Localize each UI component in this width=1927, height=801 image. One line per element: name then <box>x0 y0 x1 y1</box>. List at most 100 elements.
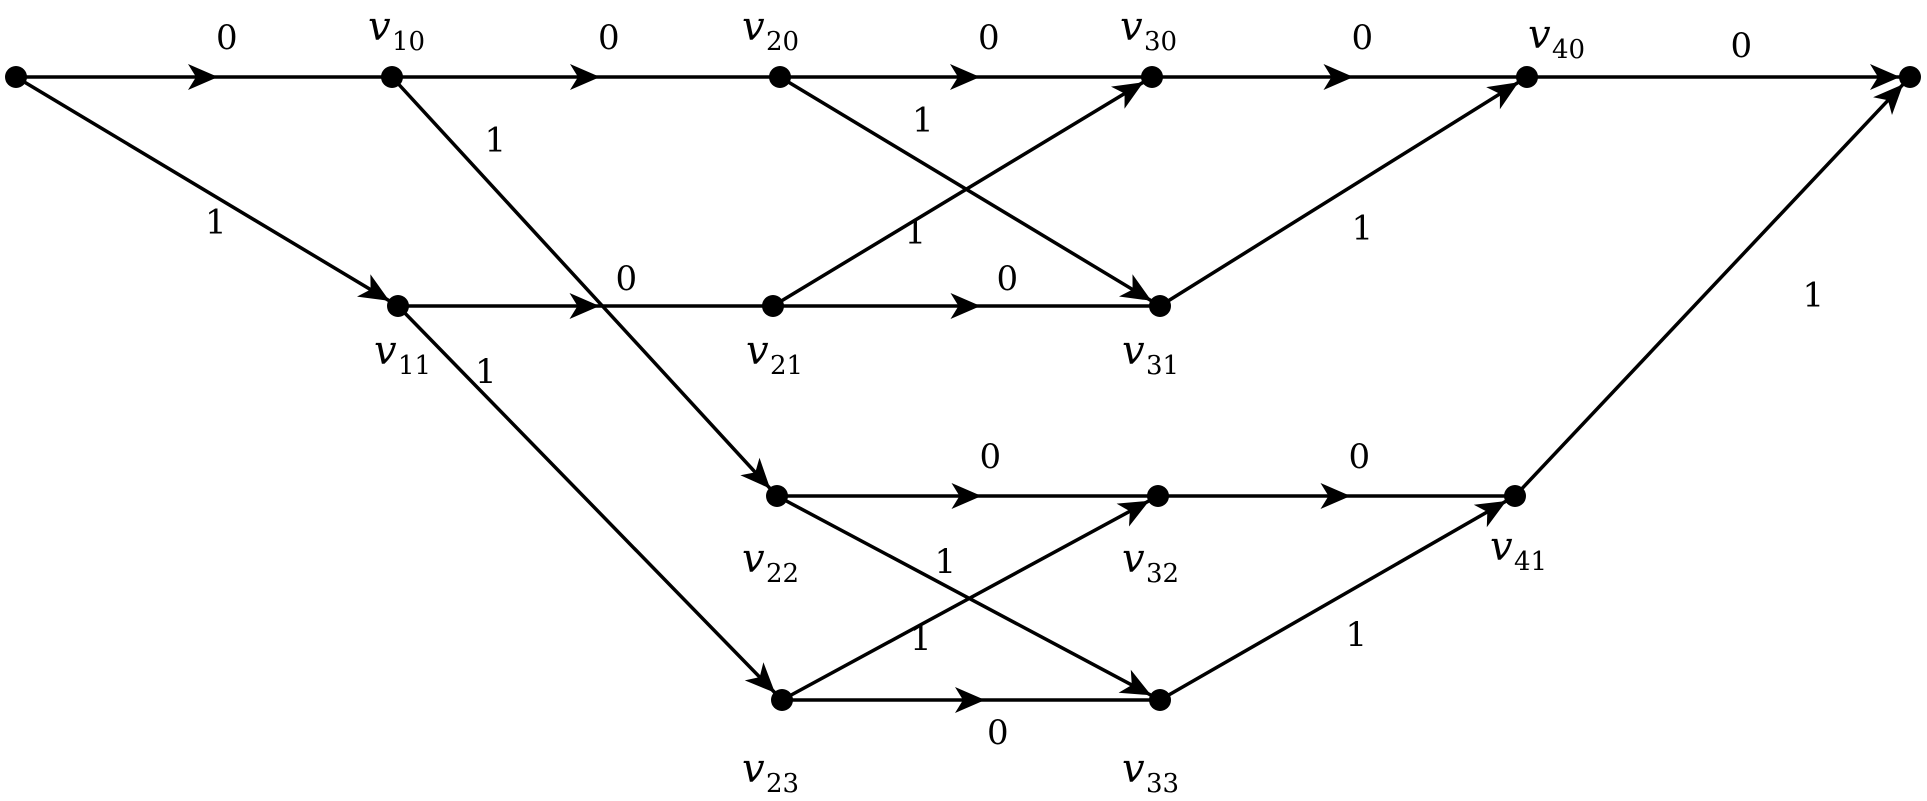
node-label-subscript: 30 <box>1144 27 1177 57</box>
edge-weight: 0 <box>980 437 1002 477</box>
node-label-subscript: 32 <box>1146 559 1179 589</box>
node-label-subscript: 40 <box>1552 35 1585 65</box>
node-v20 <box>769 66 791 88</box>
node-label-name: v <box>368 4 391 50</box>
edge-v11-v21: 0 <box>398 259 773 319</box>
node-v40 <box>1516 66 1538 88</box>
node-label-subscript: 31 <box>1146 351 1179 381</box>
edge-line <box>772 75 1153 308</box>
arrow-head-icon <box>1118 669 1152 696</box>
edge-weight: 0 <box>978 18 1000 58</box>
edge-v23-v33: 0 <box>782 687 1160 753</box>
node-v32 <box>1147 485 1169 507</box>
edge-v32-v41: 0 <box>1158 437 1515 509</box>
arrow-head-icon <box>1473 501 1507 528</box>
arrow-head-icon <box>744 662 775 693</box>
node-v33 <box>1149 689 1171 711</box>
edge-weight: 1 <box>905 213 927 253</box>
node-label-name: v <box>1120 4 1143 50</box>
edge-weight: 0 <box>216 18 238 58</box>
edge-v10-v22: 1 <box>390 75 779 498</box>
node-t <box>1899 66 1921 88</box>
edge-line <box>15 75 399 308</box>
arrow-head-icon <box>950 293 981 319</box>
node-label-subscript: 22 <box>766 559 799 589</box>
node-label-subscript: 21 <box>770 351 803 381</box>
arrow-head-icon <box>1486 82 1519 110</box>
edge-weight: 1 <box>485 121 507 161</box>
edge-v20-v31: 1 <box>779 75 1161 308</box>
arrow-head-icon <box>1320 483 1351 509</box>
node-label-name: v <box>374 328 397 374</box>
node-label-subscript: 20 <box>766 27 799 57</box>
node-label-subscript: 11 <box>398 351 431 381</box>
edge-line <box>1159 494 1516 702</box>
node-label-subscript: 41 <box>1514 547 1547 577</box>
edge-weight: 1 <box>935 542 957 582</box>
node-s <box>5 66 27 88</box>
node-label-name: v <box>1122 746 1145 792</box>
arrow-head-icon <box>1323 64 1354 90</box>
arrow-head-icon <box>1116 500 1150 527</box>
edge-weight: 0 <box>997 259 1019 299</box>
edge-s-v11: 1 <box>15 75 399 308</box>
edge-v23-v32: 1 <box>781 494 1159 702</box>
edge-v10-v20: 0 <box>392 18 780 90</box>
edge-weight: 1 <box>475 352 497 392</box>
node-label-name: v <box>1122 328 1145 374</box>
node-v21 <box>762 295 784 317</box>
edge-weight: 0 <box>1352 18 1374 58</box>
edge-weight: 0 <box>1349 437 1371 477</box>
edge-weight: 1 <box>910 619 932 659</box>
edge-s-v10: 0 <box>16 18 392 90</box>
node-label-subscript: 10 <box>392 27 425 57</box>
arrow-head-icon <box>357 274 390 301</box>
node-v10 <box>381 66 403 88</box>
edge-weight: 1 <box>1352 209 1374 249</box>
node-v11 <box>387 295 409 317</box>
edge-weight: 0 <box>1731 26 1753 66</box>
node-label-subscript: 33 <box>1146 769 1179 799</box>
nodes-layer <box>5 66 1921 711</box>
node-label-name: v <box>1122 536 1145 582</box>
node-v23 <box>771 689 793 711</box>
arrow-head-icon <box>740 457 771 489</box>
node-v22 <box>766 485 788 507</box>
arrow-head-icon <box>569 293 600 319</box>
edge-line <box>1159 75 1528 308</box>
edge-weight: 1 <box>205 203 227 243</box>
node-label-name: v <box>742 536 765 582</box>
edge-weight: 1 <box>1346 615 1368 655</box>
arrow-head-icon <box>955 687 985 713</box>
arrow-head-icon <box>951 483 982 509</box>
arrow-head-icon <box>1111 82 1144 109</box>
edge-v33-v41: 1 <box>1159 494 1516 702</box>
edge-v30-v40: 0 <box>1152 18 1527 90</box>
edge-line <box>390 75 779 498</box>
arrow-head-icon <box>950 64 980 90</box>
node-v41 <box>1504 485 1526 507</box>
edge-line <box>779 75 1161 308</box>
edge-weight: 1 <box>1803 276 1825 316</box>
node-label-subscript: 23 <box>766 769 799 799</box>
edge-line <box>396 304 784 702</box>
node-v30 <box>1141 66 1163 88</box>
arrow-head-icon <box>1870 64 1900 90</box>
node-label-name: v <box>1528 12 1551 58</box>
edge-v40-t: 0 <box>1527 26 1910 90</box>
node-v31 <box>1149 295 1171 317</box>
node-label-name: v <box>746 328 769 374</box>
arrow-head-icon <box>1119 274 1152 301</box>
edge-weight: 0 <box>616 259 638 299</box>
